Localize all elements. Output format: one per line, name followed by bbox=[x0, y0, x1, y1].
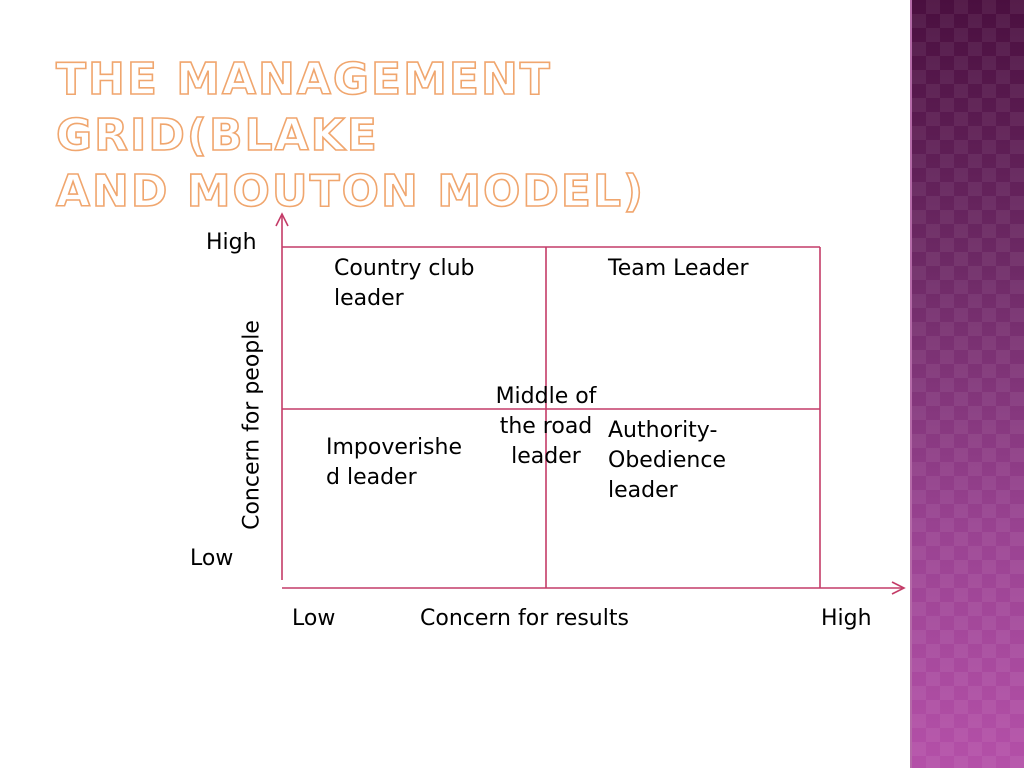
x-axis-arrow bbox=[891, 581, 906, 595]
title-line-2: and Mouton Model) bbox=[55, 165, 646, 218]
x-axis-high-label: High bbox=[821, 606, 872, 631]
quadrant-country-club-leader: Country club leader bbox=[334, 256, 475, 311]
decorative-side-band bbox=[912, 0, 1024, 768]
title-line-1: The Management Grid(Blake bbox=[55, 53, 552, 162]
y-axis-arrow bbox=[275, 212, 289, 227]
quadrant-impoverished-leader: Impoverishe d leader bbox=[326, 435, 462, 490]
y-axis-title: Concern for people bbox=[239, 320, 265, 530]
x-axis-title: Concern for results bbox=[420, 606, 629, 631]
side-band-edge bbox=[910, 0, 912, 768]
y-axis-high-label: High bbox=[206, 230, 257, 255]
x-axis-low-label: Low bbox=[292, 606, 336, 631]
quadrant-team-leader: Team Leader bbox=[608, 256, 749, 281]
y-axis-low-label: Low bbox=[190, 546, 234, 571]
center-middle-of-the-road-leader: Middle of the road leader bbox=[495, 384, 597, 469]
quadrant-authority-obedience-leader: Authority- Obedience leader bbox=[608, 418, 727, 503]
slide-title: The Management Grid(Blake and Mouton Mod… bbox=[55, 52, 876, 220]
